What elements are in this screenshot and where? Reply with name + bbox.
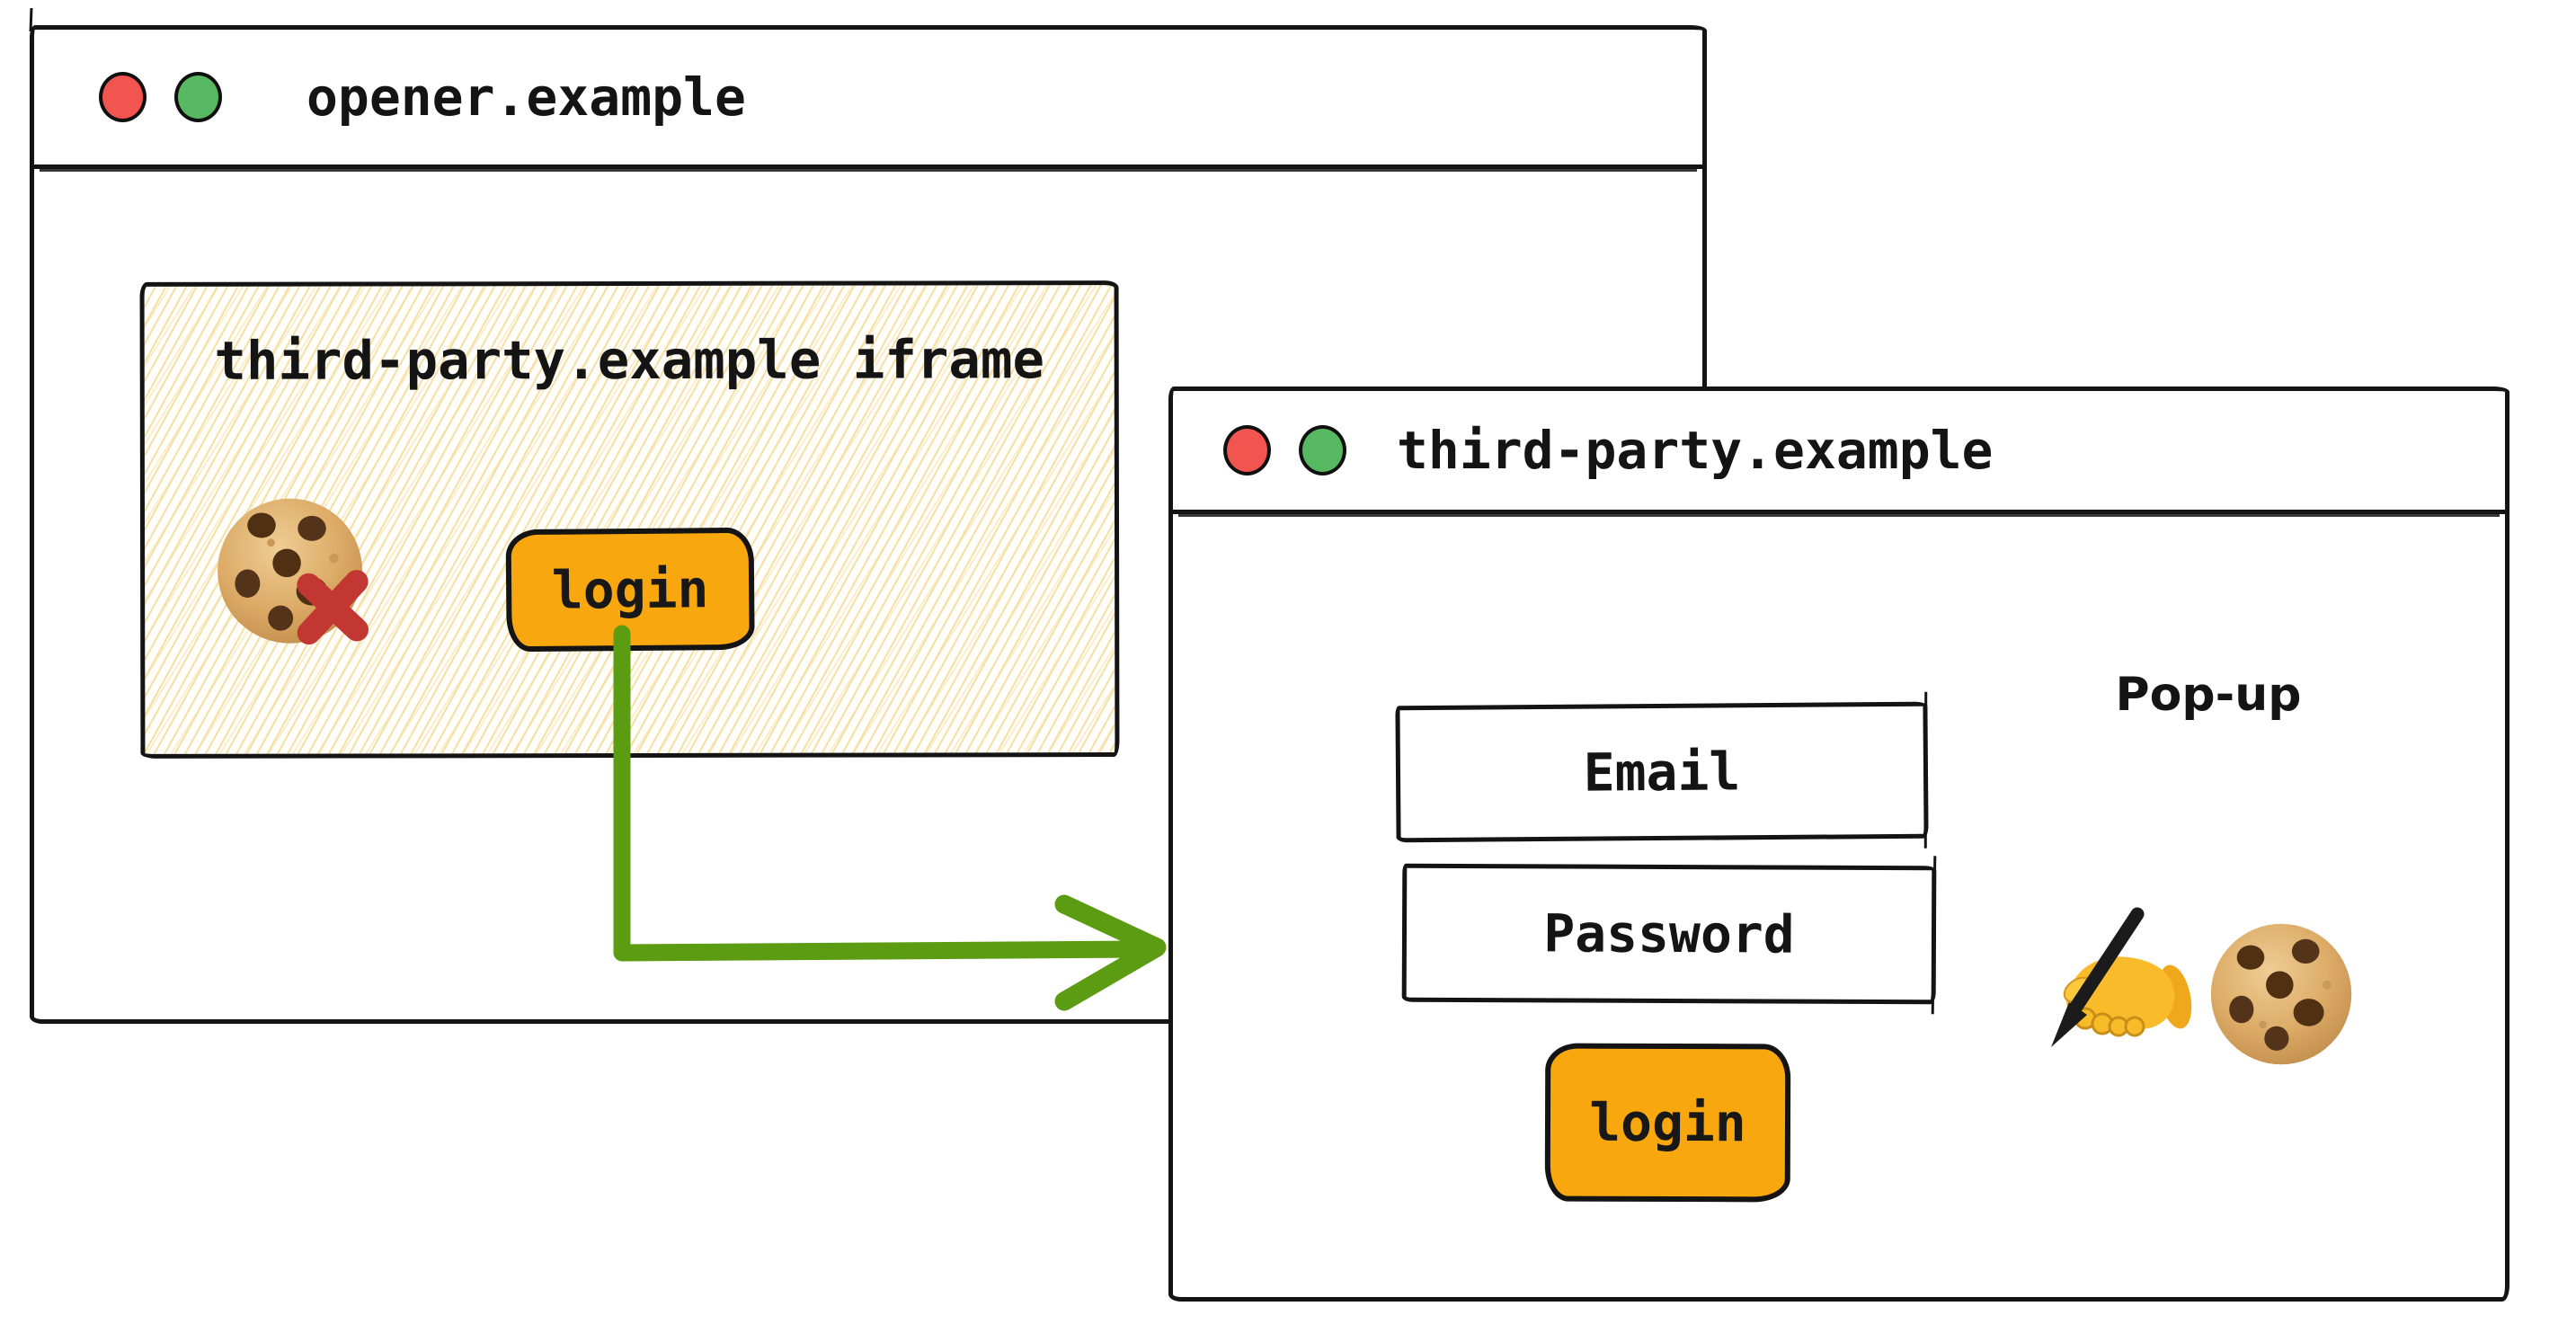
red-cross-icon (297, 570, 369, 645)
green-window-dot-icon[interactable] (1299, 425, 1346, 475)
red-window-dot-icon[interactable] (1223, 425, 1271, 475)
popup-browser-window: third-party.example Pop-up Email Passwor… (1168, 387, 2509, 1302)
popup-login-button[interactable]: login (1544, 1043, 1791, 1203)
green-window-dot-icon[interactable] (174, 72, 222, 122)
email-input[interactable]: Email (1395, 701, 1929, 843)
popup-open-arrow (613, 625, 1167, 1011)
iframe-label: third-party.example iframe (214, 328, 1045, 392)
opener-address-text: opener.example (306, 67, 746, 128)
third-party-iframe: third-party.example iframe (139, 280, 1120, 759)
popup-caption: Pop-up (2115, 668, 2302, 722)
cookie-icon (2210, 923, 2352, 1065)
opener-titlebar: opener.example (34, 30, 1702, 169)
popup-titlebar: third-party.example (1173, 391, 2505, 514)
writing-hand-icon (2051, 907, 2192, 1047)
popup-address-text: third-party.example (1397, 420, 1994, 481)
password-input[interactable]: Password (1401, 863, 1937, 1005)
red-window-dot-icon[interactable] (99, 72, 147, 122)
